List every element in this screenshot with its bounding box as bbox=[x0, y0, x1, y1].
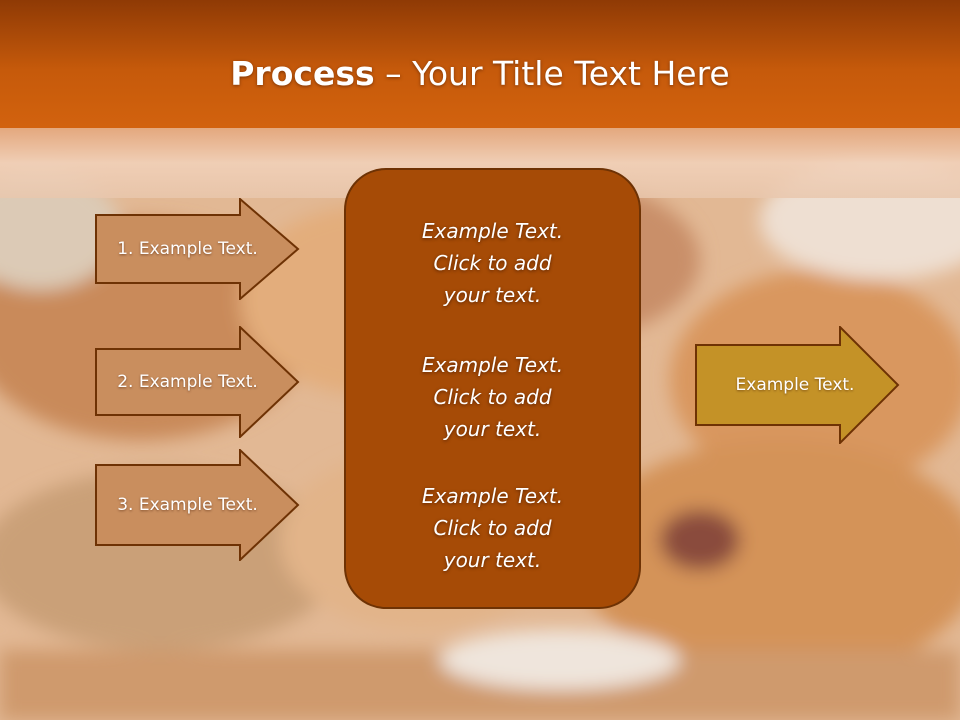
step-arrow-1[interactable] bbox=[95, 198, 300, 300]
center-block-2-line-1: Example Text. bbox=[421, 353, 564, 377]
center-block-2: Example Text. Click to add your text. bbox=[346, 349, 639, 445]
step-arrow-2[interactable] bbox=[95, 326, 300, 438]
center-block-1-line-1: Example Text. bbox=[421, 219, 564, 243]
slide-title-bold: Process bbox=[230, 54, 375, 93]
center-block-2-line-2: Click to add bbox=[433, 385, 552, 409]
step-label-3: 3. Example Text. bbox=[117, 495, 258, 515]
center-block-3: Example Text. Click to add your text. bbox=[346, 480, 639, 576]
step-arrow-3[interactable] bbox=[95, 449, 300, 561]
center-block-1-line-3: your text. bbox=[443, 283, 542, 307]
center-block-3-line-2: Click to add bbox=[433, 516, 552, 540]
result-arrow[interactable] bbox=[695, 326, 900, 444]
result-label: Example Text. bbox=[735, 375, 855, 395]
center-block-3-line-3: your text. bbox=[443, 548, 542, 572]
slide-title-rest: – Your Title Text Here bbox=[374, 54, 730, 93]
step-label-2: 2. Example Text. bbox=[117, 372, 258, 392]
center-block-1: Example Text. Click to add your text. bbox=[346, 215, 639, 311]
center-text-box[interactable]: Example Text. Click to add your text. Ex… bbox=[344, 168, 641, 609]
center-block-1-line-2: Click to add bbox=[433, 251, 552, 275]
step-label-1: 1. Example Text. bbox=[117, 239, 258, 259]
slide-title: Process – Your Title Text Here bbox=[0, 52, 960, 96]
center-block-2-line-3: your text. bbox=[443, 417, 542, 441]
center-block-3-line-1: Example Text. bbox=[421, 484, 564, 508]
